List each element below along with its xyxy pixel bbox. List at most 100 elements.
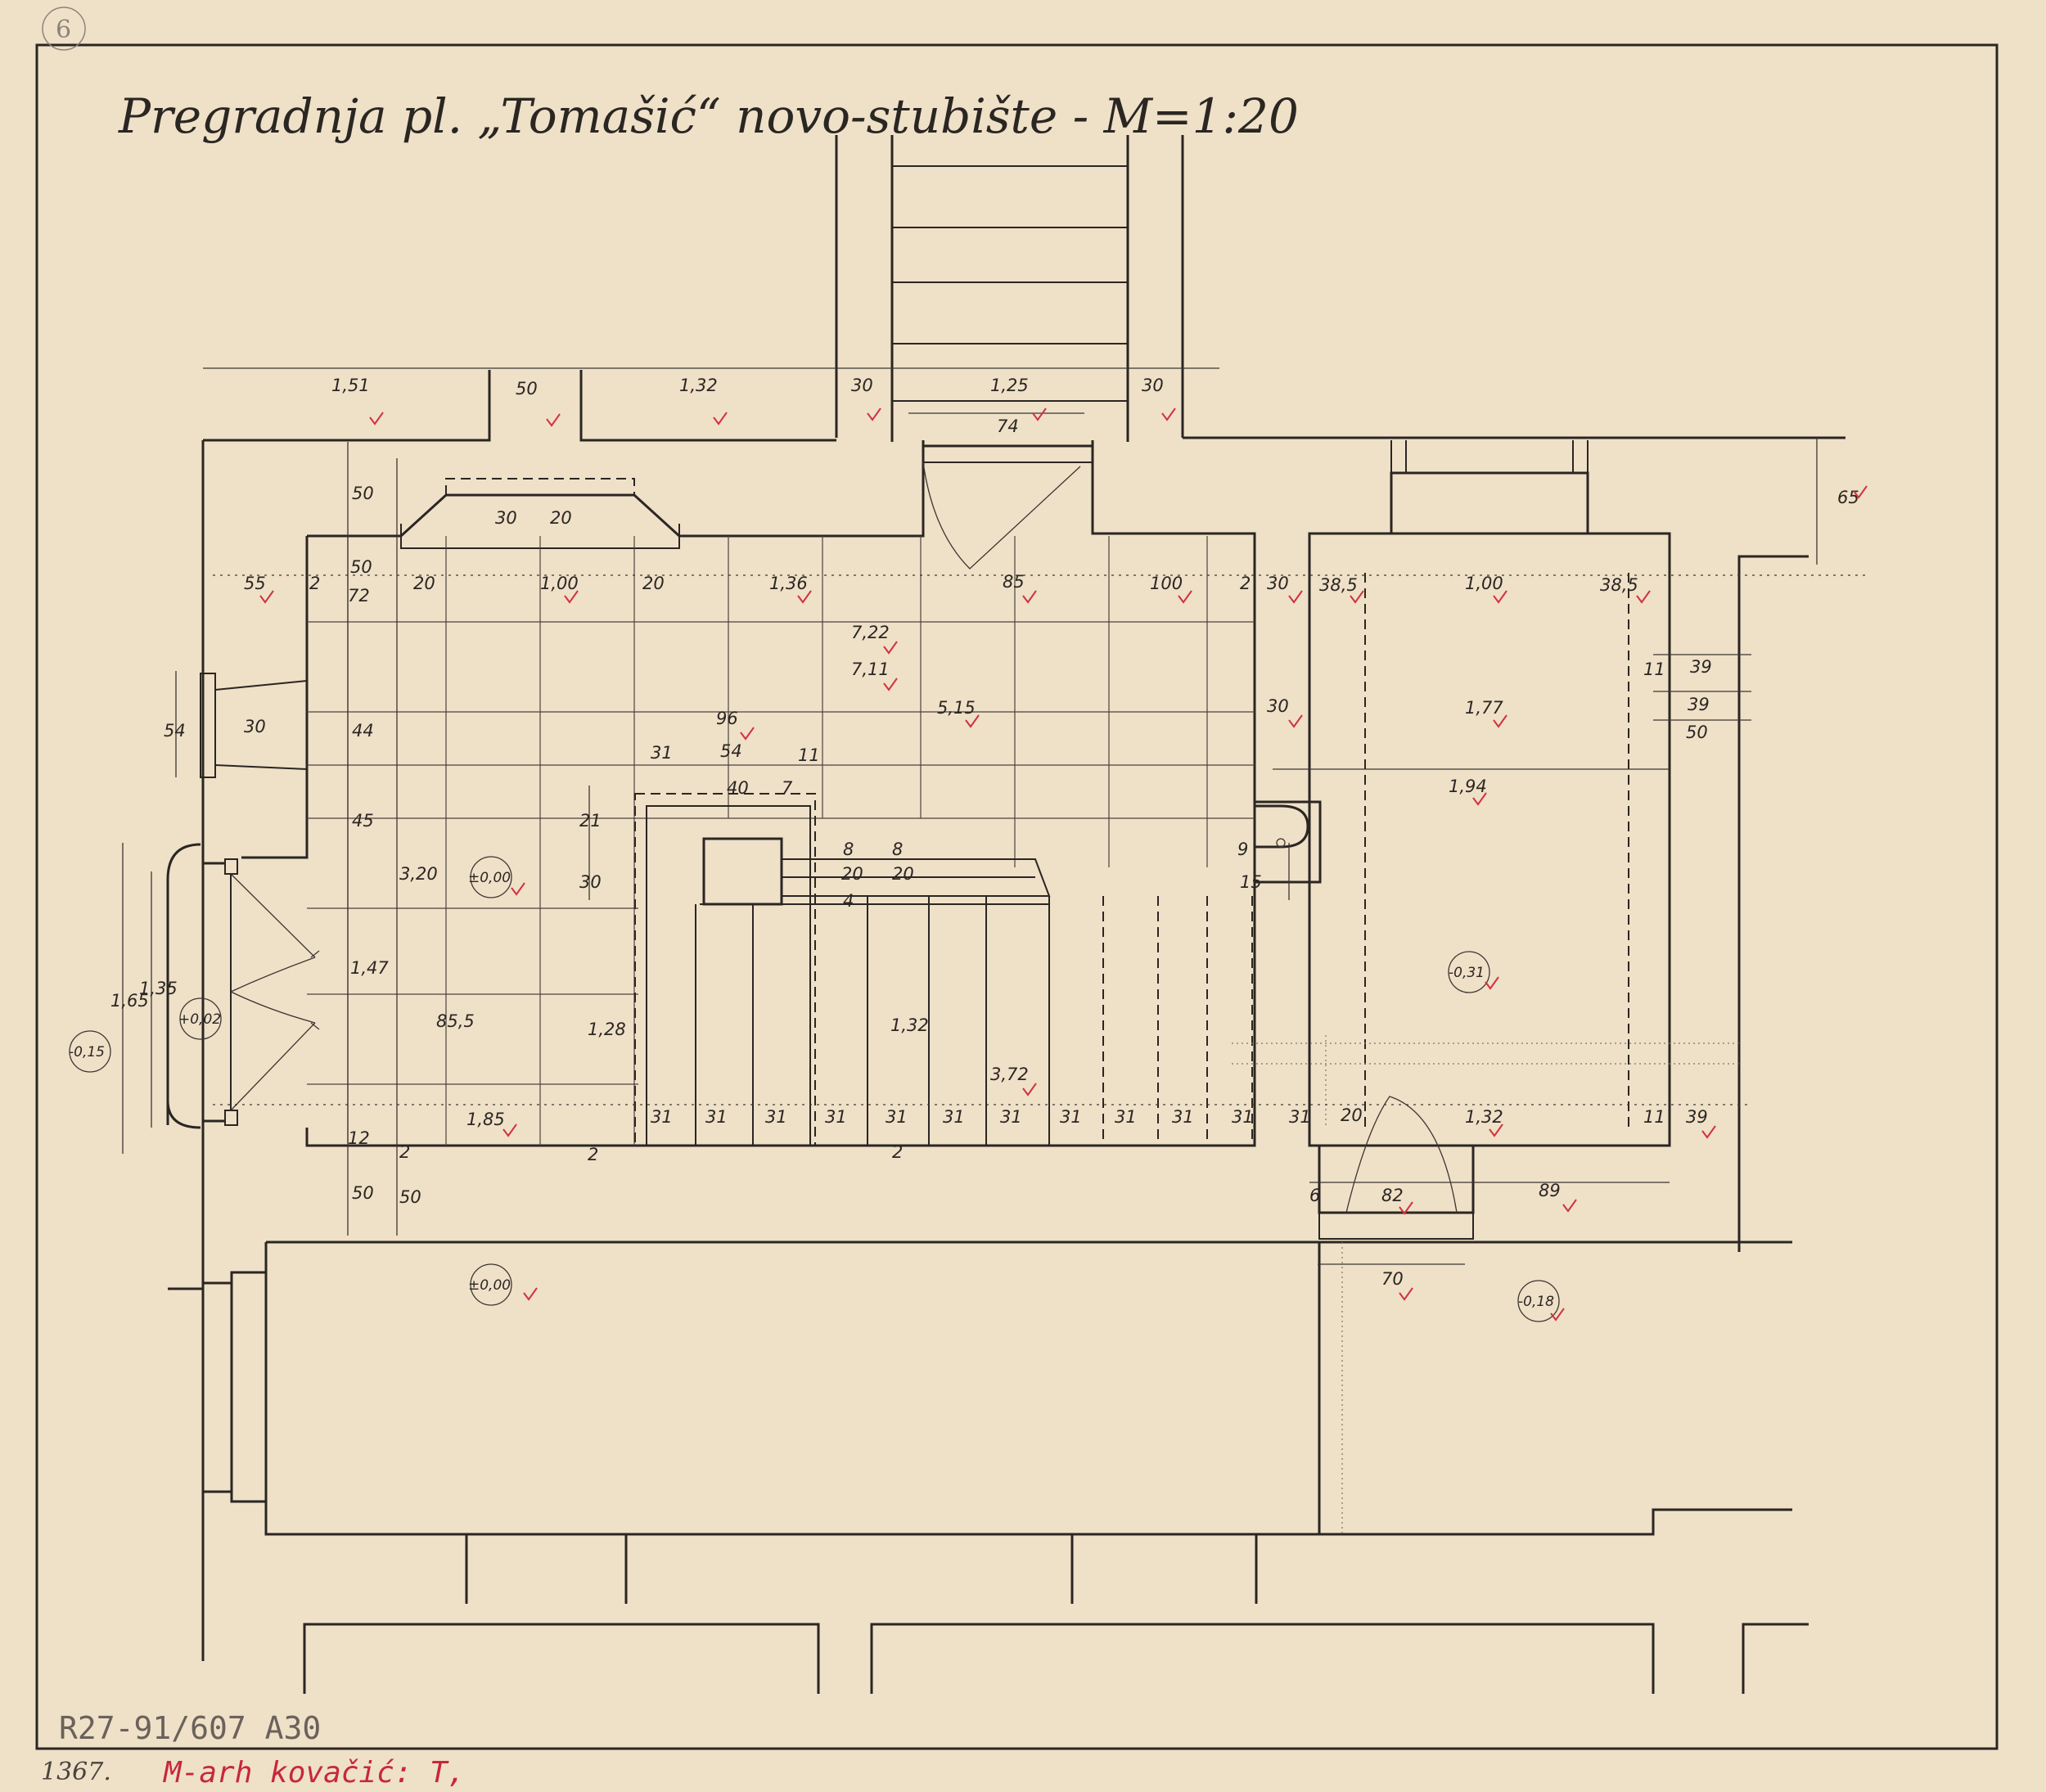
dim-rr177: 1,77 bbox=[1465, 698, 1503, 718]
dim-l165: 1,65 bbox=[110, 991, 149, 1011]
dimension-guides bbox=[122, 367, 1870, 1265]
dim-rr30: 30 bbox=[1267, 696, 1289, 716]
level-markers: ±0,00 +0,02 -0,15 -0,31 ±0,00 -0,18 bbox=[69, 856, 1560, 1322]
dim-c40: 40 bbox=[727, 778, 749, 798]
dim-c722: 7,22 bbox=[851, 623, 890, 642]
dim-l135: 1,35 bbox=[139, 979, 178, 998]
dim-l185: 1,85 bbox=[466, 1110, 505, 1129]
level-bottom: ±0,00 bbox=[468, 1277, 511, 1294]
dim-r55: 55 bbox=[244, 574, 266, 593]
dim-l44: 44 bbox=[352, 721, 374, 741]
dim-rr39b: 39 bbox=[1688, 695, 1710, 714]
dim-c54: 54 bbox=[720, 741, 742, 761]
dim-r20a: 20 bbox=[413, 574, 435, 593]
dim-l2c: 2 bbox=[399, 1142, 410, 1162]
dim-c20c: 20 bbox=[841, 864, 863, 884]
dim-top-30b: 30 bbox=[1142, 376, 1164, 395]
dim-s31-11: 31 bbox=[1289, 1107, 1311, 1127]
dimension-labels: 1,51 50 1,32 30 1,25 30 74 65 55 2 72 50… bbox=[110, 376, 1859, 1289]
sheet-number: 6 bbox=[56, 16, 71, 44]
dim-l2d: 2 bbox=[588, 1145, 598, 1164]
dim-l132v: 1,32 bbox=[890, 1015, 929, 1035]
dim-rr50: 50 bbox=[1686, 723, 1708, 742]
dim-r85: 85 bbox=[1003, 572, 1025, 592]
dim-d82: 82 bbox=[1381, 1186, 1404, 1205]
dim-top-74: 74 bbox=[997, 416, 1019, 436]
dim-r385a: 38,5 bbox=[1319, 575, 1358, 595]
dim-d89: 89 bbox=[1539, 1181, 1561, 1200]
dim-c21: 21 bbox=[579, 811, 602, 831]
dim-rr132: 1,32 bbox=[1465, 1107, 1503, 1127]
dim-c11a: 11 bbox=[798, 745, 820, 765]
level-right-room: -0,31 bbox=[1449, 965, 1485, 981]
dim-s31-2: 31 bbox=[765, 1107, 787, 1127]
dim-s31-4: 31 bbox=[886, 1107, 908, 1127]
dim-c7: 7 bbox=[782, 778, 793, 798]
dim-s31-8: 31 bbox=[1115, 1107, 1137, 1127]
level-door: +0,02 bbox=[178, 1011, 221, 1028]
dim-rr39a: 39 bbox=[1690, 657, 1712, 677]
dim-rr194: 1,94 bbox=[1449, 777, 1487, 796]
dim-l45: 45 bbox=[352, 811, 374, 831]
dim-s31-5: 31 bbox=[943, 1107, 965, 1127]
dim-l128: 1,28 bbox=[588, 1020, 626, 1039]
level-circle-bottom-right bbox=[1517, 1280, 1560, 1322]
right-room-details bbox=[1232, 573, 1739, 1534]
dim-c20d: 20 bbox=[892, 864, 914, 884]
dim-c8a: 8 bbox=[843, 840, 854, 859]
dim-r100b: 100 bbox=[1150, 574, 1183, 593]
red-check-marks bbox=[259, 407, 1868, 1321]
level-circle-bottom bbox=[470, 1263, 512, 1306]
dim-l30: 30 bbox=[244, 717, 266, 736]
new-stair bbox=[634, 793, 1253, 1146]
level-bottom-right: -0,18 bbox=[1518, 1294, 1554, 1310]
dim-l855: 85,5 bbox=[436, 1011, 475, 1031]
dim-r100a: 1,00 bbox=[540, 574, 579, 593]
dim-top-125: 1,25 bbox=[990, 376, 1029, 395]
existing-stair-top bbox=[835, 135, 1184, 442]
dim-right-65: 65 bbox=[1837, 488, 1859, 507]
level-circle-door bbox=[179, 997, 222, 1040]
dim-c4: 4 bbox=[843, 891, 854, 911]
dim-l50b: 50 bbox=[352, 1183, 374, 1203]
dim-s31-0: 31 bbox=[651, 1107, 673, 1127]
outer-walls bbox=[166, 370, 1845, 1694]
dim-top-30a: 30 bbox=[851, 376, 873, 395]
dim-c8b: 8 bbox=[892, 840, 903, 859]
dim-c515: 5,15 bbox=[937, 698, 976, 718]
dim-l320: 3,20 bbox=[399, 864, 438, 884]
dim-top-50: 50 bbox=[516, 379, 538, 398]
level-circle-right bbox=[1448, 951, 1490, 993]
dim-l147: 1,47 bbox=[350, 958, 389, 978]
dim-s31-6: 31 bbox=[1000, 1107, 1022, 1127]
dim-r20b: 20 bbox=[642, 574, 665, 593]
dim-r385b: 38,5 bbox=[1600, 575, 1638, 595]
dim-rr15: 15 bbox=[1240, 872, 1262, 892]
dim-c31: 31 bbox=[651, 743, 673, 763]
dim-r72: 72 bbox=[348, 586, 370, 606]
dim-r50a: 50 bbox=[350, 557, 372, 577]
sheet-number-circle bbox=[42, 7, 86, 51]
dim-rr9: 9 bbox=[1237, 840, 1248, 859]
dim-s31-1: 31 bbox=[705, 1107, 728, 1127]
dim-top-151: 1,51 bbox=[331, 376, 370, 395]
dim-c96: 96 bbox=[716, 709, 738, 728]
dim-d70: 70 bbox=[1381, 1269, 1404, 1289]
archive-number: 1367. bbox=[41, 1758, 111, 1786]
dim-v30: 30 bbox=[495, 508, 517, 528]
dim-l54: 54 bbox=[164, 721, 186, 741]
dim-l50c: 50 bbox=[399, 1187, 421, 1207]
dim-c30v: 30 bbox=[579, 872, 602, 892]
dim-rr39c: 39 bbox=[1686, 1107, 1708, 1127]
dim-rr11a: 11 bbox=[1643, 660, 1665, 679]
dim-r2b: 2 bbox=[1240, 574, 1251, 593]
dim-v50top: 50 bbox=[352, 484, 374, 503]
dim-v20: 20 bbox=[550, 508, 572, 528]
dim-s372: 3,72 bbox=[990, 1065, 1029, 1084]
archive-code: R27-91/607 A30 bbox=[59, 1710, 321, 1746]
dim-r30a: 30 bbox=[1267, 574, 1289, 593]
sheet-border bbox=[35, 43, 1999, 1750]
level-outside: -0,15 bbox=[69, 1044, 105, 1060]
